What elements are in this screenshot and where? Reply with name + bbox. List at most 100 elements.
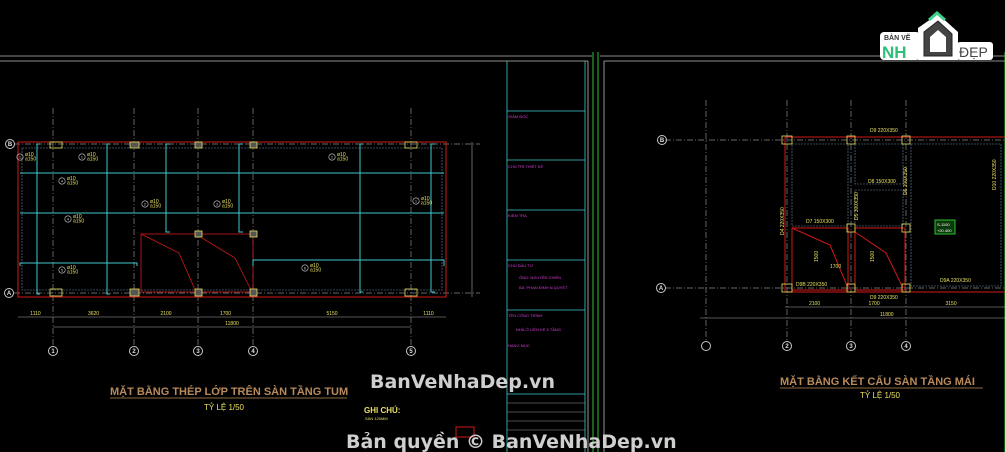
svg-text:1: 1 — [51, 349, 55, 355]
stair-dimension: 1700 — [830, 264, 841, 270]
stair-dimension: 1500 — [870, 251, 876, 262]
dimension-label: 2100 — [809, 301, 820, 307]
tb-row-item: HẠNG MỤC — [508, 343, 530, 348]
svg-text:3: 3 — [216, 202, 219, 207]
svg-text:1: 1 — [81, 155, 84, 160]
svg-text:B: B — [660, 138, 665, 144]
axis-bubble-a: A — [4, 288, 14, 298]
frame-green-divider — [592, 52, 1005, 452]
svg-text:ø10: ø10 — [337, 152, 346, 158]
tb-row-director: GIÁM ĐỐC — [508, 114, 528, 119]
tb-owner-1: ÔNG: NGUYỄN CHIẾN — [519, 275, 561, 280]
beam-label: D9A 220X350 — [940, 278, 971, 284]
svg-text:4: 4 — [904, 344, 908, 350]
beam-label: D9B 220X350 — [796, 282, 827, 288]
axis-bubble-5: 5 — [406, 346, 416, 356]
svg-text:a150: a150 — [150, 204, 161, 210]
dimension-label: 2100 — [160, 311, 171, 317]
svg-text:2: 2 — [785, 344, 789, 350]
right-drawing-title: MẶT BẰNG KẾT CẤU SÀN TẦNG MÁI — [780, 375, 975, 388]
left-drawing-scale: TỶ LỆ 1/50 — [204, 403, 245, 412]
axis-bubble-2: 2 — [782, 341, 792, 351]
svg-text:1: 1 — [415, 199, 418, 204]
dimension-label: 3150 — [946, 301, 957, 307]
svg-text:1: 1 — [19, 155, 22, 160]
tb-row-checker: KIỂM TRA — [508, 213, 527, 218]
svg-text:BẢN VẼ: BẢN VẼ — [884, 33, 911, 42]
dimension-label: 1700 — [869, 301, 880, 307]
notes-title: GHI CHÚ: — [364, 406, 400, 415]
right-drawing-scale: TỶ LỆ 1/50 — [860, 391, 901, 400]
dimension-total: 11800 — [225, 321, 239, 327]
logo: BẢN VẼ NH ĐẸP — [880, 11, 993, 62]
left-drawing-title: MẶT BẰNG THÉP LỚP TRÊN SÀN TẦNG TUM — [110, 385, 348, 398]
watermark-copyright: Bản quyền © BanVeNhaDep.vn — [346, 430, 677, 452]
svg-text:A: A — [659, 286, 664, 292]
svg-text:4: 4 — [67, 217, 70, 222]
svg-text:a150: a150 — [87, 157, 98, 163]
svg-text:ø10: ø10 — [25, 152, 34, 158]
beam-label: D6 200X350 — [903, 167, 909, 195]
tb-owner-2: BÀ: PHAN ĐINH N.QUYẾT — [519, 285, 568, 290]
beam-label: D7 150X300 — [806, 219, 834, 225]
svg-text:5: 5 — [61, 268, 64, 273]
axis-bubble-b: B — [657, 135, 667, 145]
tb-row-lead-designer: CHỦ TRÌ THIẾT KẾ — [508, 164, 543, 169]
tb-row-owner: CHỦ ĐẦU TƯ — [508, 263, 534, 268]
svg-text:4: 4 — [61, 179, 64, 184]
svg-text:ø10: ø10 — [421, 196, 430, 202]
beam-label: D10 220X350 — [992, 159, 998, 190]
svg-text:ø10: ø10 — [73, 214, 82, 220]
dimension-label: 5150 — [326, 311, 337, 317]
svg-text:a150: a150 — [222, 204, 233, 210]
beam-label: D5 300X350 — [854, 192, 860, 220]
level-tag-id: S-1100 — [937, 222, 950, 227]
svg-text:3: 3 — [849, 344, 853, 350]
svg-text:ø10: ø10 — [67, 265, 76, 271]
svg-text:NH: NH — [882, 43, 907, 62]
svg-text:ø10: ø10 — [222, 199, 231, 205]
tb-row-project: TÊN CÔNG TRÌNH — [508, 313, 542, 318]
axis-bubble-2: 2 — [129, 346, 139, 356]
axis-bubble-4: 4 — [901, 341, 911, 351]
svg-text:6: 6 — [304, 266, 307, 271]
dimension-label: 1700 — [220, 311, 231, 317]
dimension-label: 3620 — [88, 311, 99, 317]
svg-text:B: B — [8, 142, 13, 148]
dimension-label: 1110 — [423, 311, 434, 317]
svg-text:a150: a150 — [421, 201, 432, 207]
svg-text:1: 1 — [331, 155, 334, 160]
svg-text:ø10: ø10 — [67, 176, 76, 182]
svg-text:4: 4 — [251, 349, 255, 355]
svg-text:a150: a150 — [25, 157, 36, 163]
svg-text:ĐẸP: ĐẸP — [959, 44, 988, 60]
axis-bubble-3: 3 — [846, 341, 856, 351]
watermark-site: BanVeNhaDep.vn — [370, 371, 555, 393]
tb-project-name: NHÀ Ở LIỀN KỀ 5 TẦNG — [516, 327, 561, 332]
axis-bubble-4: 4 — [248, 346, 258, 356]
axis-bubble-b: B — [5, 139, 15, 149]
beam-label: D4 220X350 — [780, 207, 786, 235]
axis-bubble-1 — [701, 341, 711, 351]
svg-text:2: 2 — [144, 202, 147, 207]
svg-text:5: 5 — [409, 349, 413, 355]
svg-text:a150: a150 — [67, 181, 78, 187]
svg-text:ø10: ø10 — [87, 152, 96, 158]
svg-text:A: A — [7, 291, 12, 297]
beam-label: D9 220X350 — [870, 295, 898, 301]
axis-bubble-a: A — [656, 283, 666, 293]
svg-text:2: 2 — [132, 349, 136, 355]
svg-text:ø10: ø10 — [150, 199, 159, 205]
svg-text:a150: a150 — [67, 270, 78, 276]
svg-text:ø10: ø10 — [310, 263, 319, 269]
dimension-label: 1110 — [30, 311, 41, 317]
title-block: GIÁM ĐỐC CHỦ TRÌ THIẾT KẾ KIỂM TRA CHỦ Đ… — [506, 61, 586, 452]
